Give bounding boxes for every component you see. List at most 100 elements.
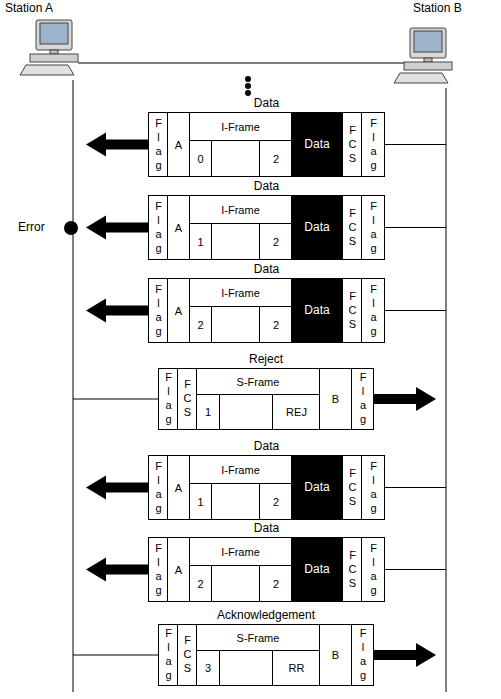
link-line	[73, 655, 158, 656]
field-label: B	[332, 649, 339, 661]
subfield-label: 2	[273, 495, 279, 507]
field-label: I-Frame	[221, 203, 260, 215]
subfield-label: 3	[205, 662, 211, 674]
screen-shape	[414, 31, 442, 52]
field-label: Flag	[368, 117, 379, 173]
station-label: Station A	[5, 2, 53, 15]
field-label: S-Frame	[237, 631, 280, 643]
frame-field: Data	[291, 196, 342, 259]
field-label: A	[175, 138, 182, 150]
control-subfield: 1	[197, 395, 220, 429]
screen-shape	[40, 23, 68, 44]
frame-box: DataFlagAI-Frame12DataFCSFlag	[148, 195, 385, 260]
timeline	[446, 88, 447, 692]
field-label: Data	[304, 481, 329, 494]
field-label: S-Frame	[237, 375, 280, 387]
frame-title: Data	[149, 97, 384, 110]
control-subfield: 2	[190, 566, 212, 601]
frame-field: Flag	[351, 625, 373, 685]
frame-title: Data	[149, 440, 384, 453]
frame-field: Flag	[149, 113, 167, 176]
field-label: Data	[304, 221, 329, 234]
field-label: FCS	[182, 634, 193, 676]
stand-shape	[50, 50, 58, 54]
field-label: FCS	[347, 124, 358, 166]
ellipsis-dot	[245, 90, 251, 96]
subfield-label: REJ	[286, 406, 307, 418]
subfield-label: RR	[289, 662, 305, 674]
station-label: Station B	[413, 2, 462, 15]
frame-box: DataFlagAI-Frame22DataFCSFlag	[148, 278, 385, 343]
ellipsis-dot	[245, 83, 251, 89]
control-subfield: 1	[190, 224, 212, 259]
field-label: Flag	[368, 460, 379, 516]
frame-field: I-Frame 1 2	[189, 196, 291, 259]
control-subfield: RR	[272, 651, 320, 685]
field-label: Flag	[163, 627, 174, 683]
frame-field: A	[167, 196, 189, 259]
frame-field: Flag	[149, 196, 167, 259]
field-label: Flag	[368, 542, 379, 598]
frame-field: FCS	[342, 196, 361, 259]
control-subfield: 2	[259, 141, 292, 176]
frame-arrow	[86, 558, 148, 582]
control-subfield: 0	[190, 141, 212, 176]
link-line	[385, 144, 446, 145]
frame-box: DataFlagAI-Frame22DataFCSFlag	[148, 537, 385, 602]
field-label: Data	[304, 304, 329, 317]
subfield-label: 2	[197, 318, 203, 330]
link-line	[385, 487, 446, 488]
frame-title: Reject	[159, 353, 373, 366]
field-label: Data	[304, 138, 329, 151]
field-label: A	[175, 304, 182, 316]
case-shape	[30, 54, 78, 62]
frame-field: Flag	[159, 625, 177, 685]
field-label: Flag	[153, 200, 164, 256]
field-label: FCS	[347, 467, 358, 509]
frame-field: Flag	[159, 369, 177, 429]
control-subfield: 2	[259, 224, 292, 259]
frame-field: Flag	[361, 113, 384, 176]
frame-field: FCS	[342, 113, 361, 176]
keyboard-shape	[394, 73, 448, 83]
frame-arrow	[374, 387, 436, 411]
monitor-shape	[410, 28, 446, 58]
subfield-label: 2	[273, 577, 279, 589]
frame-title: Acknowledgement	[159, 609, 373, 622]
frame-field: A	[167, 279, 189, 342]
frame-field: FCS	[177, 369, 196, 429]
frame-field: Data	[291, 456, 342, 519]
frame-box: DataFlagAI-Frame02DataFCSFlag	[148, 112, 385, 177]
control-subfield: 2	[259, 307, 292, 342]
frame-field: Data	[291, 538, 342, 601]
field-label: A	[175, 221, 182, 233]
link-line	[385, 310, 446, 311]
frame-field: Flag	[149, 538, 167, 601]
frame-field: B	[319, 369, 351, 429]
field-label: Flag	[163, 371, 174, 427]
field-label: Flag	[368, 283, 379, 339]
subfield-label: 1	[205, 406, 211, 418]
field-label: FCS	[347, 290, 358, 332]
frame-field: I-Frame22	[189, 279, 291, 342]
frame-title: Data	[149, 180, 384, 193]
field-label: Flag	[153, 283, 164, 339]
frame-field: FCS	[342, 456, 361, 519]
field-label: Flag	[153, 460, 164, 516]
field-label: A	[175, 563, 182, 575]
frame-field: S-Frame 3 RR	[196, 625, 319, 685]
field-label: Flag	[357, 627, 368, 683]
frame-arrow	[374, 643, 436, 667]
field-label: Flag	[368, 200, 379, 256]
control-subfield: 2	[259, 566, 292, 601]
frame-field: FCS	[342, 538, 361, 601]
subfield-label: 2	[197, 577, 203, 589]
subfield-label: 1	[197, 235, 203, 247]
control-subfield: 2	[190, 307, 212, 342]
field-label: Flag	[357, 371, 368, 427]
field-label: I-Frame	[221, 463, 260, 475]
frame-field: S-Frame 1 REJ	[196, 369, 319, 429]
frame-field: FCS	[342, 279, 361, 342]
frame-field: Data	[291, 113, 342, 176]
